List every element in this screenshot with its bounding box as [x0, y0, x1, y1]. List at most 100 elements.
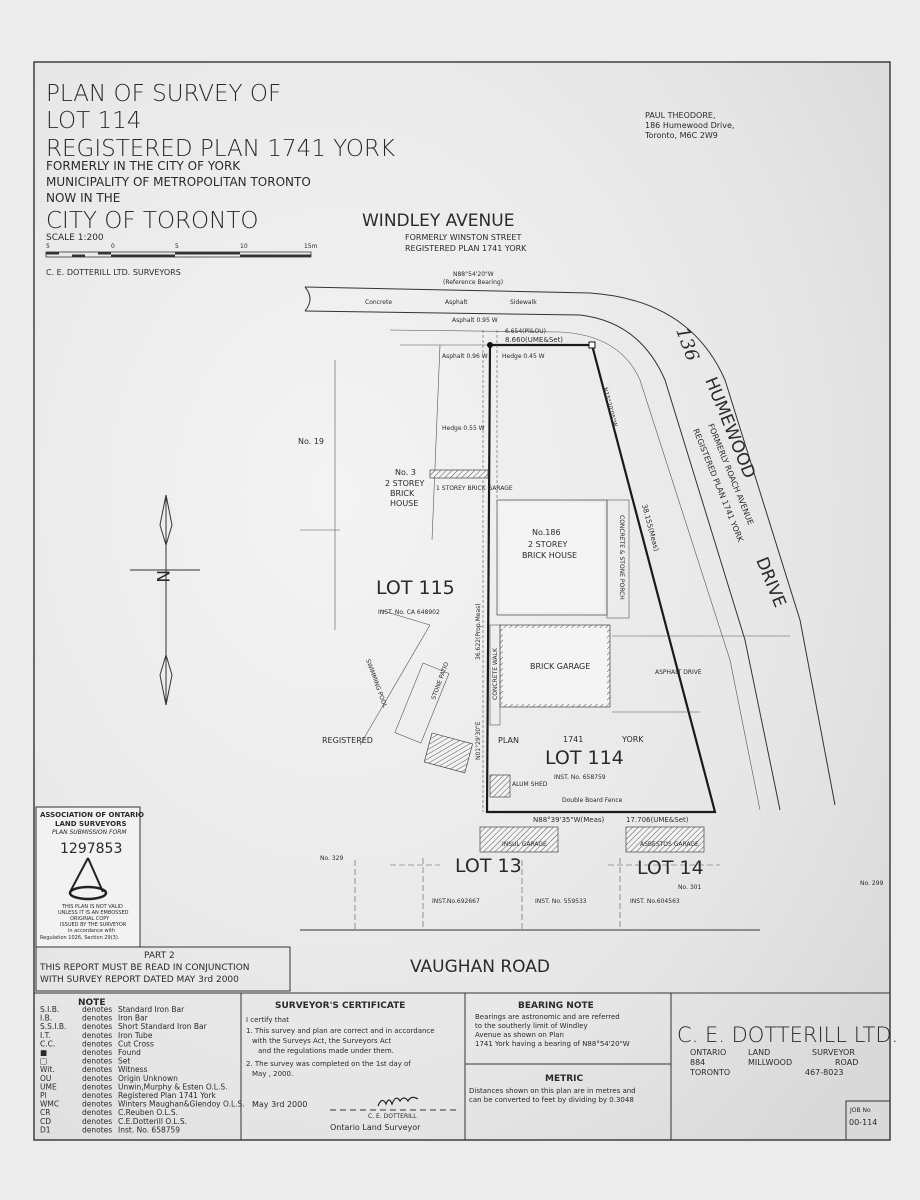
note-abbr: S.I.B.	[40, 1005, 59, 1014]
note-word: denotes	[82, 1108, 112, 1117]
reference-bearing: N88°54'20"W	[453, 271, 494, 278]
certificate-p2a: 2. The survey was completed on the 1st d…	[246, 1060, 411, 1068]
surveyors-certificate: SURVEYOR'S CERTIFICATE I certify that 1.…	[246, 1001, 460, 1132]
street-plan: REGISTERED PLAN 1741 YORK	[405, 244, 527, 253]
label-concrete: Concrete	[365, 299, 392, 306]
company-detail: LAND	[748, 1048, 770, 1057]
part-2-title: PART 2	[144, 951, 175, 961]
label-registered: REGISTERED	[322, 736, 373, 745]
label-no-329: No. 329	[320, 855, 344, 862]
note-meaning: Origin Unknown	[118, 1074, 178, 1083]
bearing-note-line: to the southerly limit of Windley	[475, 1022, 588, 1030]
signature	[377, 1096, 419, 1107]
label-hedge-055: Hedge 0.55 W	[442, 425, 485, 432]
note-abbr: Wit.	[40, 1065, 55, 1074]
note-word: denotes	[82, 1117, 112, 1126]
label-lot-115: LOT 115	[376, 577, 455, 599]
metric-title: METRIC	[545, 1074, 584, 1084]
label-plan: PLAN	[498, 736, 519, 745]
note-meaning: Iron Bar	[118, 1014, 149, 1023]
note-abbr: Pl	[40, 1091, 47, 1100]
label-no-3-garage: 1 STOREY BRICK GARAGE	[436, 485, 513, 492]
sheet-area	[34, 62, 890, 1140]
windley-avenue: WINDLEY AVENUE FORMERLY WINSTON STREET R…	[362, 211, 527, 286]
scale-tick-label: 10	[240, 243, 248, 250]
certificate-title: SURVEYOR'S CERTIFICATE	[275, 1001, 405, 1011]
label-no-3: No. 3	[395, 468, 416, 477]
scale-bar: 5 0 5 10 15m	[45, 243, 318, 258]
certificate-p1c: and the regulations made under them.	[258, 1047, 394, 1055]
lot-114-boundary	[485, 343, 717, 814]
note-word: denotes	[82, 1057, 112, 1066]
street-former-name: FORMERLY WINSTON STREET	[405, 233, 521, 242]
note-word: denotes	[82, 1082, 112, 1091]
label-lot-115-inst: INST. No. CA 648902	[378, 609, 440, 616]
label-lot-13: LOT 13	[455, 855, 522, 877]
note-word: denotes	[82, 1005, 112, 1014]
note-meaning: Set	[118, 1057, 130, 1066]
west-bearing: N01°29'30"E	[475, 721, 482, 760]
company-detail: TORONTO	[689, 1068, 730, 1077]
note-word: denotes	[82, 1022, 112, 1031]
certificate-date: May 3rd 2000	[252, 1100, 307, 1109]
label-no-186: No.186	[532, 528, 561, 537]
note-meaning: C.Reuben O.L.S.	[118, 1108, 178, 1117]
rear-distance: 17.706(UME&Set)	[626, 816, 689, 824]
label-alum-shed: ALUM SHED	[512, 781, 548, 788]
certificate-p1b: with the Surveys Act, the Surveyors Act	[252, 1037, 391, 1045]
label-no-301: No. 301	[678, 884, 702, 891]
note-abbr: CD	[40, 1117, 51, 1126]
front-dist-plan: 6.654(Pl&OU)	[505, 328, 546, 335]
company-block: C. E. DOTTERILL LTD. ONTARIO LAND SURVEY…	[677, 1023, 898, 1127]
association-valid-6: Regulation 1026, Section 29(3).	[40, 935, 120, 941]
label-lot-114-inst: INST. No. 658759	[554, 774, 606, 781]
title-block: PLAN OF SURVEY OF LOT 114 REGISTERED PLA…	[46, 81, 395, 243]
note-meaning: Iron Tube	[118, 1031, 153, 1040]
note-meaning: Inst. No. 658759	[118, 1125, 180, 1134]
note-meaning: Registered Plan 1741 York	[118, 1091, 217, 1100]
client-name: PAUL THEODORE,	[645, 111, 716, 120]
label-inst-692667: INST.No.692667	[432, 898, 480, 905]
label-no-19: No. 19	[298, 437, 324, 446]
label-no-3-type: 2 STOREY	[385, 479, 425, 488]
bottom-title-blocks	[34, 992, 891, 1141]
label-inst-559533: INST. No. 559533	[535, 898, 587, 905]
note-word: denotes	[82, 1048, 112, 1057]
notes-title: NOTE	[78, 998, 105, 1008]
label-asbestos-garage: ASBESTOS GARAGE	[640, 841, 699, 848]
company-detail: 467-8023	[805, 1068, 844, 1077]
certificate-intro: I certify that	[246, 1016, 289, 1024]
label-porch: CONCRETE & STONE PORCH	[618, 515, 625, 600]
title-line-1: PLAN OF SURVEY OF	[46, 81, 281, 107]
label-plan-no: 1741	[563, 735, 583, 744]
job-number: 00-114	[849, 1118, 877, 1127]
association-valid-3: ORIGINAL COPY	[70, 916, 110, 922]
label-asphalt: Asphalt	[445, 299, 468, 306]
sheet-border	[33, 61, 891, 1141]
association-valid-2: UNLESS IT IS AN EMBOSSED	[58, 910, 129, 916]
reference-bearing-note: (Reference Bearing)	[443, 279, 503, 286]
scale-label: SCALE 1:200	[46, 233, 104, 243]
bearing-note-line: Avenue as shown on Plan	[475, 1031, 564, 1039]
note-meaning: Winters Maughan&Glendoy O.L.S.	[118, 1100, 245, 1109]
part-2-box: PART 2 THIS REPORT MUST BE READ IN CONJU…	[35, 946, 291, 992]
note-word: denotes	[82, 1014, 112, 1023]
label-double-fence: Double Board Fence	[562, 797, 623, 804]
company-detail: 884	[690, 1058, 705, 1067]
rear-bearing: N88°39'35"W(Meas)	[533, 816, 605, 824]
certificate-p2b: May , 2000.	[252, 1070, 293, 1078]
north-label: N	[152, 570, 172, 583]
association-form: PLAN SUBMISSION FORM	[52, 829, 127, 836]
client-address: PAUL THEODORE, 186 Humewood Drive, Toron…	[644, 111, 734, 140]
title-city: CITY OF TORONTO	[46, 208, 259, 234]
scale-tick-label: 15m	[304, 243, 318, 250]
note-abbr: UME	[40, 1082, 57, 1091]
association-valid-4: ISSUED BY THE SURVEYOR	[60, 922, 127, 928]
street-name-windley: WINDLEY AVENUE	[362, 211, 514, 231]
title-sub-1: FORMERLY IN THE CITY OF YORK	[46, 159, 241, 173]
front-dist-set: 8.660(UME&Set)	[505, 336, 563, 344]
label-hedge-045: Hedge 0.45 W	[502, 353, 545, 360]
note-abbr: C.C.	[40, 1039, 55, 1048]
firm-line: C. E. DOTTERILL LTD. SURVEYORS	[46, 268, 181, 277]
